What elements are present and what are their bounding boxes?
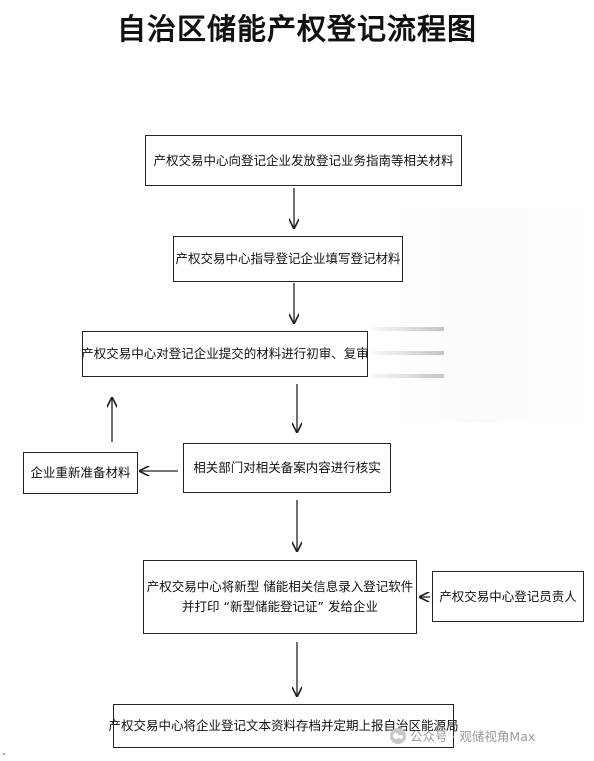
step-label: 产权交易中心指导登记企业填写登记材料 — [175, 251, 401, 266]
step-label-line2: 并打印 “新型储能登记证” 发给企业 — [182, 599, 378, 614]
step-verify-filing: 相关部门对相关备案内容进行核实 — [183, 443, 391, 493]
step-guide-filling: 产权交易中心指导登记企业填写登记材料 — [173, 236, 403, 282]
corner-mark: " — [2, 752, 6, 761]
step-register-and-issue: 产权交易中心将新型 储能相关信息录入登记软件 并打印 “新型储能登记证” 发给企… — [143, 560, 417, 634]
step-label: 产权交易中心登记员责人 — [439, 588, 577, 604]
background-stripe — [370, 351, 444, 355]
step-label-line1: 产权交易中心将新型 储能相关信息录入登记软件 — [146, 579, 414, 594]
wechat-icon — [390, 727, 406, 744]
step-label: 产权交易中心将企业登记文本资料存档并定期上报自治区能源局 — [108, 718, 459, 733]
step-reprepare-materials: 企业重新准备材料 — [23, 452, 138, 494]
step-label: 产权交易中心向登记企业发放登记业务指南等相关材料 — [153, 152, 454, 168]
step-label: 企业重新准备材料 — [30, 465, 131, 480]
watermark-text: 公众号 · 观储视角Max — [410, 729, 536, 744]
step-label: 相关部门对相关备案内容进行核实 — [193, 460, 381, 475]
step-distribute-materials: 产权交易中心向登记企业发放登记业务指南等相关材料 — [145, 135, 462, 186]
step-archive-and-report: 产权交易中心将企业登记文本资料存档并定期上报自治区能源局 — [109, 704, 459, 748]
background-stripe — [370, 327, 444, 331]
background-stripe — [370, 374, 444, 378]
watermark: 公众号 · 观储视角Max — [390, 726, 535, 745]
page-title: 自治区储能产权登记流程图 — [116, 12, 477, 46]
step-registrar-in-charge: 产权交易中心登记员责人 — [432, 571, 584, 622]
step-initial-review: 产权交易中心对登记企业提交的材料进行初审、复审 — [81, 331, 369, 377]
background-shading — [396, 208, 594, 423]
step-label: 产权交易中心对登记企业提交的材料进行初审、复审 — [81, 346, 369, 361]
